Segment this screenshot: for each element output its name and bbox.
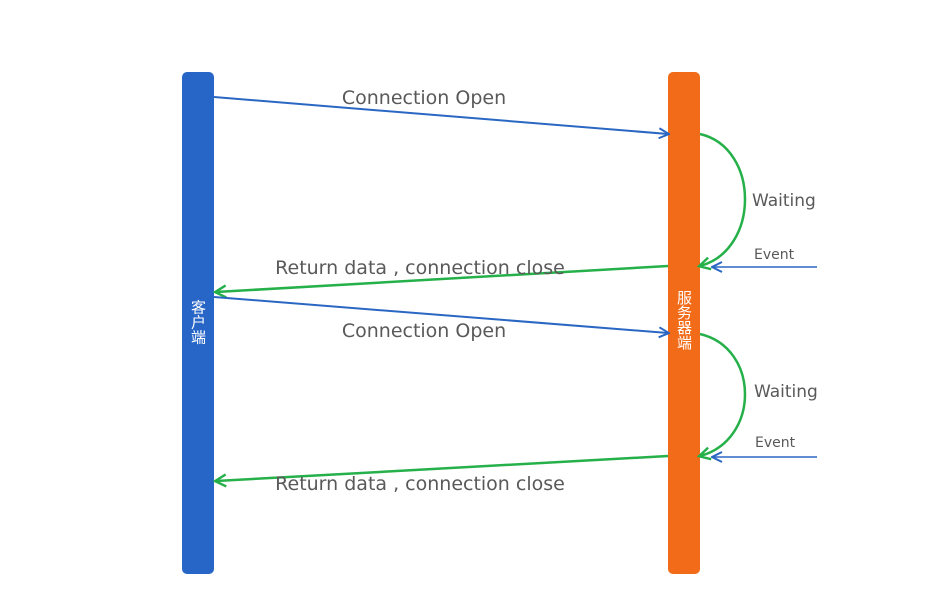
client-label: 客户端: [189, 300, 207, 345]
waiting-label-2: Waiting: [754, 382, 818, 402]
waiting-loop-1: [700, 132, 747, 266]
connection-close-arrow-1: [216, 264, 669, 292]
connection-close-label-2: Return data , connection close: [275, 473, 565, 495]
waiting-label-1: Waiting: [752, 191, 816, 211]
event-label-1: Event: [754, 247, 795, 263]
connection-open-label-1: Connection Open: [342, 87, 506, 109]
connection-open-arrow-2: [213, 296, 668, 333]
server-lifeline: [668, 72, 700, 574]
connection-open-arrow-1: [213, 96, 668, 134]
server-label: 服务器端: [675, 290, 693, 350]
connection-close-arrow-2: [216, 454, 669, 481]
client-lifeline: [182, 72, 214, 574]
event-label-2: Event: [755, 435, 796, 451]
connection-close-label-1: Return data , connection close: [275, 257, 565, 279]
connection-open-label-2: Connection Open: [342, 320, 506, 342]
waiting-loop-2: [700, 332, 747, 456]
